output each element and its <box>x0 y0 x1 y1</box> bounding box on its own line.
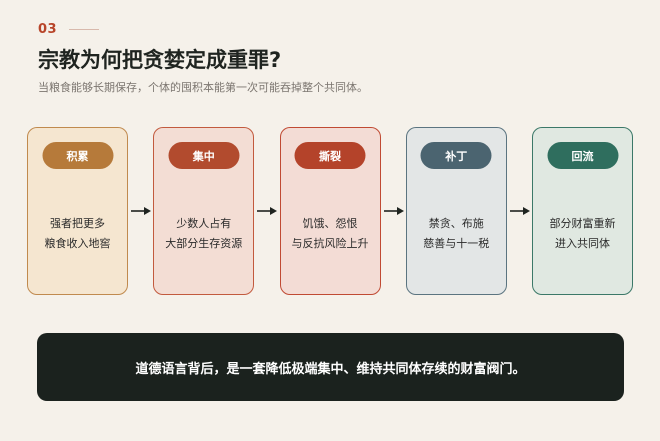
flow-arrow-icon <box>383 207 404 215</box>
stage-description-line: 慈善与十一税 <box>423 237 490 250</box>
stage-label: 补丁 <box>420 142 492 169</box>
stage-description-line: 禁贪、布施 <box>428 217 484 230</box>
stage-description: 禁贪、布施慈善与十一税 <box>407 214 506 254</box>
stage-card-5: 回流部分财富重新进入共同体 <box>532 127 633 295</box>
process-flow: 积累强者把更多粮食收入地窖集中少数人占有大部分生存资源撕裂饥饿、怨恨与反抗风险上… <box>27 127 633 297</box>
stage-card-1: 积累强者把更多粮食收入地窖 <box>27 127 128 295</box>
flow-arrow-icon <box>131 207 151 215</box>
section-marker: 03 <box>38 22 368 37</box>
stage-label: 回流 <box>547 142 618 169</box>
stage-description-line: 部分财富重新 <box>549 217 616 230</box>
page-title: 宗教为何把贪婪定成重罪? <box>38 48 282 72</box>
stage-description-line: 进入共同体 <box>555 237 610 250</box>
stage-description-line: 粮食收入地窖 <box>44 237 111 250</box>
conclusion-text: 道德语言背后，是一套降低极端集中、维持共同体存续的财富阀门。 <box>135 361 526 377</box>
stage-description-line: 少数人占有 <box>176 217 232 230</box>
stage-description-line: 大部分生存资源 <box>165 237 243 250</box>
stage-description: 少数人占有大部分生存资源 <box>154 214 253 254</box>
stage-label: 撕裂 <box>294 142 366 169</box>
conclusion-banner: 道德语言背后，是一套降低极端集中、维持共同体存续的财富阀门。 <box>37 333 624 401</box>
stage-card-2: 集中少数人占有大部分生存资源 <box>153 127 255 295</box>
stage-description: 强者把更多粮食收入地窖 <box>28 214 127 254</box>
page-subtitle: 当粮食能够长期保存，个体的囤积本能第一次可能吞掉整个共同体。 <box>38 81 368 94</box>
stage-card-4: 补丁禁贪、布施慈善与十一税 <box>405 127 507 295</box>
flow-arrow-icon <box>509 207 530 215</box>
stage-description-line: 强者把更多 <box>50 217 105 230</box>
header: 03 宗教为何把贪婪定成重罪? 当粮食能够长期保存，个体的囤积本能第一次可能吞掉… <box>38 22 368 95</box>
stage-card-3: 撕裂饥饿、怨恨与反抗风险上升 <box>279 127 381 295</box>
stage-description: 饥饿、怨恨与反抗风险上升 <box>281 214 380 254</box>
section-divider <box>69 29 100 30</box>
stage-label: 积累 <box>42 142 113 169</box>
stage-description-line: 与反抗风险上升 <box>291 237 369 250</box>
section-number: 03 <box>38 22 58 37</box>
stage-label: 集中 <box>168 142 240 169</box>
stage-description-line: 饥饿、怨恨 <box>302 217 358 230</box>
flow-arrow-icon <box>257 207 278 215</box>
stage-description: 部分财富重新进入共同体 <box>533 214 632 254</box>
